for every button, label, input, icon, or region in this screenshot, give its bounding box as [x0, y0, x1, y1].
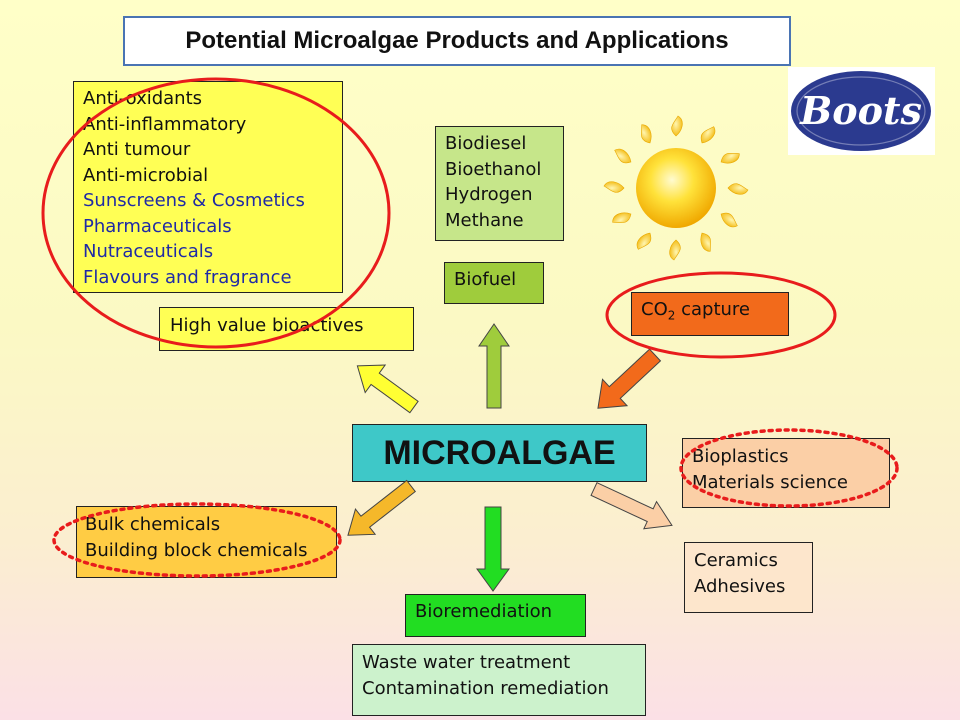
fuel-item: Methane	[445, 209, 524, 231]
biofuel-box: Biofuel	[444, 262, 544, 304]
remediation-item: Waste water treatment	[362, 652, 571, 673]
arrow-to-bioremediation	[476, 506, 510, 592]
application-item: Nutraceuticals	[83, 241, 214, 262]
remediation-item: Contamination remediation	[362, 677, 609, 699]
chemicals-highlight-ring	[52, 502, 342, 578]
microalgae-center-box: MICROALGAE	[352, 424, 647, 482]
co2-highlight-ring	[605, 271, 837, 359]
sun-icon	[603, 115, 749, 261]
arrow-to-chemicals	[347, 479, 417, 536]
arrow-to-materials	[590, 481, 673, 530]
arrow-from-co2	[597, 348, 662, 409]
materials-box: Bioplastics Materials science	[682, 438, 890, 508]
fuel-item: Hydrogen	[445, 184, 533, 205]
bioremediation-label: Bioremediation	[415, 601, 552, 622]
fuel-item: Biodiesel	[445, 133, 527, 154]
bioactive-item: Anti-inflammatory	[83, 113, 247, 135]
ceramics-box: Ceramics Adhesives	[684, 542, 813, 613]
bioactive-item: Anti-microbial	[83, 164, 209, 186]
application-item: Sunscreens & Cosmetics	[83, 190, 305, 211]
logo-text: Boots	[799, 88, 922, 133]
boots-logo: Boots	[788, 67, 935, 155]
material-item: Materials science	[692, 471, 848, 493]
remediation-list-box: Waste water treatment Contamination reme…	[352, 644, 646, 716]
co2-capture-box: CO2 capture	[631, 292, 789, 336]
high-value-bioactives-label: High value bioactives	[170, 315, 364, 336]
bioremediation-box: Bioremediation	[405, 594, 586, 637]
chemicals-box: Bulk chemicals Building block chemicals	[76, 506, 337, 578]
arrow-to-bioactives	[356, 364, 419, 414]
application-item: Pharmaceuticals	[83, 215, 232, 237]
material-item: Bioplastics	[692, 446, 789, 467]
fuel-item: Bioethanol	[445, 158, 542, 180]
chemical-item: Bulk chemicals	[85, 514, 221, 535]
ceramics-item: Adhesives	[694, 575, 786, 597]
co2-capture-label: CO2 capture	[641, 299, 751, 323]
biofuel-label: Biofuel	[454, 269, 517, 290]
arrow-to-biofuel	[478, 323, 510, 409]
bioactive-item: Anti tumour	[83, 139, 191, 160]
fuels-list-box: Biodiesel Bioethanol Hydrogen Methane	[435, 126, 564, 241]
materials-highlight-ring	[679, 428, 899, 508]
page-title: Potential Microalgae Products and Applic…	[123, 16, 791, 66]
high-value-bioactives-box: High value bioactives	[159, 307, 414, 351]
ceramics-item: Ceramics	[694, 550, 778, 571]
bioactives-highlight-ring	[41, 77, 391, 349]
application-item: Flavours and fragrance	[83, 266, 292, 288]
chemical-item: Building block chemicals	[85, 539, 308, 561]
